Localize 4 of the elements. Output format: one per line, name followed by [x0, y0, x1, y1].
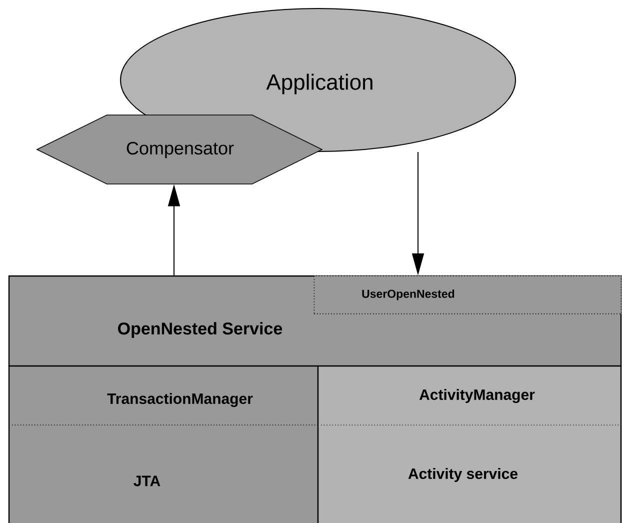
interface-box: UserOpenNested: [314, 275, 622, 314]
node-label: UserOpenNested: [362, 289, 454, 300]
component-box: ActivityManager Activity service: [317, 365, 622, 523]
component-box: TransactionManager JTA: [8, 365, 319, 523]
